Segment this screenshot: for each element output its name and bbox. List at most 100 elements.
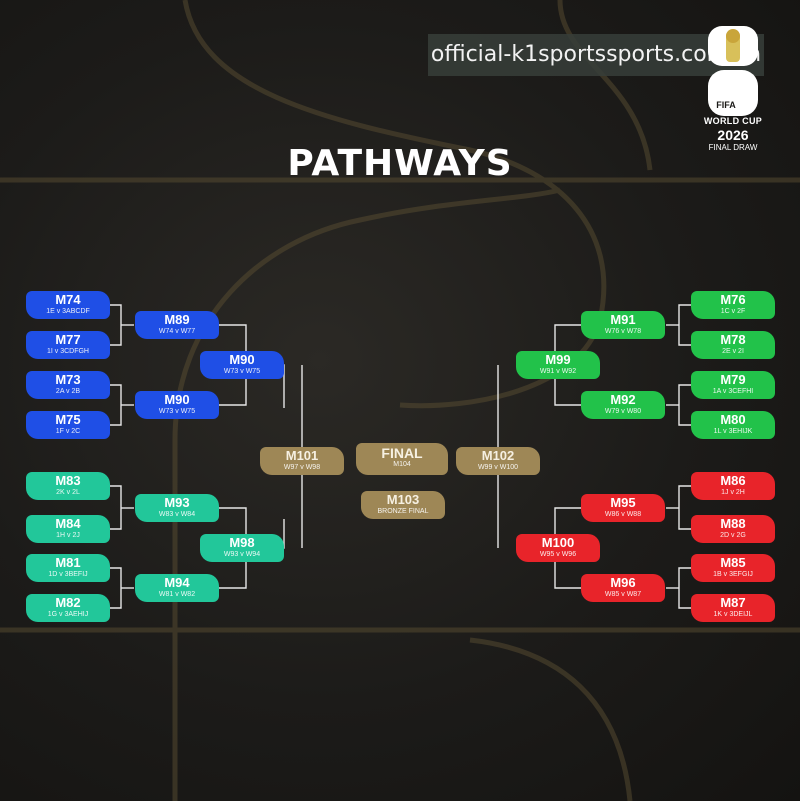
match-code: M89 <box>164 312 190 327</box>
match-pairing: 1A v 3CEFHI <box>712 388 754 395</box>
match-code: M100 <box>541 535 575 550</box>
match-pairing: W76 v W78 <box>604 328 642 335</box>
match-code: M91 <box>610 312 636 327</box>
match-code: M90 <box>229 352 255 367</box>
match-code: M95 <box>610 495 636 510</box>
match-code: M94 <box>164 575 190 590</box>
match-pairing: W73 v W75 <box>158 408 196 415</box>
match-code: M88 <box>720 516 746 531</box>
match-pairing: W99 v W100 <box>477 464 519 471</box>
match-code: M80 <box>720 412 746 427</box>
match-code: M75 <box>55 412 81 427</box>
match-code: M79 <box>720 372 746 387</box>
match-code: M77 <box>55 332 81 347</box>
match-pairing: 1H v 2J <box>56 532 80 539</box>
match-code: M74 <box>55 292 81 307</box>
match-pairing: W83 v W84 <box>158 511 196 518</box>
match-code: M98 <box>229 535 255 550</box>
logo-world-cup-text: WORLD CUP <box>703 116 763 126</box>
match-pairing: W93 v W94 <box>223 551 261 558</box>
match-code: M86 <box>720 473 746 488</box>
match-pairing: W97 v W98 <box>283 464 321 471</box>
match-code: M93 <box>164 495 190 510</box>
logo-year-text: 2026 <box>717 127 749 143</box>
match-pairing: W85 v W87 <box>604 591 642 598</box>
match-code: M99 <box>545 352 571 367</box>
match-pairing: 1J v 2H <box>721 489 745 496</box>
match-pairing: 1K v 3DEIJL <box>713 611 753 618</box>
match-code: M85 <box>720 555 746 570</box>
match-code: M73 <box>55 372 81 387</box>
match-pairing: 1L v 3EHIJK <box>713 428 753 435</box>
match-code: M84 <box>55 516 81 531</box>
match-pairing: W91 v W92 <box>539 368 577 375</box>
match-code: M78 <box>720 332 746 347</box>
match-code: M96 <box>610 575 636 590</box>
logo-fifa-text: FIFA <box>716 100 736 110</box>
match-code: M103 <box>386 492 420 507</box>
match-pairing: 2A v 2B <box>55 388 81 395</box>
match-pairing: 1E v 3ABCDF <box>46 308 90 315</box>
match-pairing: 2K v 2L <box>56 489 80 496</box>
match-pairing: 1B v 3EFGIJ <box>713 571 753 578</box>
match-code: M81 <box>55 555 81 570</box>
world-cup-26-icon <box>708 26 758 116</box>
match-code: M87 <box>720 595 746 610</box>
match-pairing: 1D v 3BEFIJ <box>48 571 88 578</box>
match-code: M76 <box>720 292 746 307</box>
fifa-world-cup-logo: FIFA WORLD CUP 2026 FINAL DRAW <box>700 24 770 152</box>
match-code: M102 <box>481 448 515 463</box>
match-pairing: W95 v W96 <box>539 551 577 558</box>
match-pairing: W79 v W80 <box>604 408 642 415</box>
match-pairing: 1G v 3AEHIJ <box>47 611 89 618</box>
match-pairing: W86 v W88 <box>604 511 642 518</box>
match-code: M92 <box>610 392 636 407</box>
match-pairing: W74 v W77 <box>158 328 196 335</box>
match-code: M82 <box>55 595 81 610</box>
match-code: M83 <box>55 473 81 488</box>
page-title: PATHWAYS <box>287 143 513 184</box>
logo-final-draw-text: FINAL DRAW <box>708 143 758 152</box>
match-pairing: 2E v 2I <box>722 348 744 355</box>
match-pairing: W81 v W82 <box>158 591 196 598</box>
match-pairing: W73 v W75 <box>223 368 261 375</box>
match-pairing: 1F v 2C <box>55 428 81 435</box>
match-code: M90 <box>164 392 190 407</box>
match-pairing: 2D v 2G <box>720 532 746 539</box>
match-code: M101 <box>285 448 319 463</box>
match-pairing: 1I v 3CDFGH <box>46 348 89 355</box>
